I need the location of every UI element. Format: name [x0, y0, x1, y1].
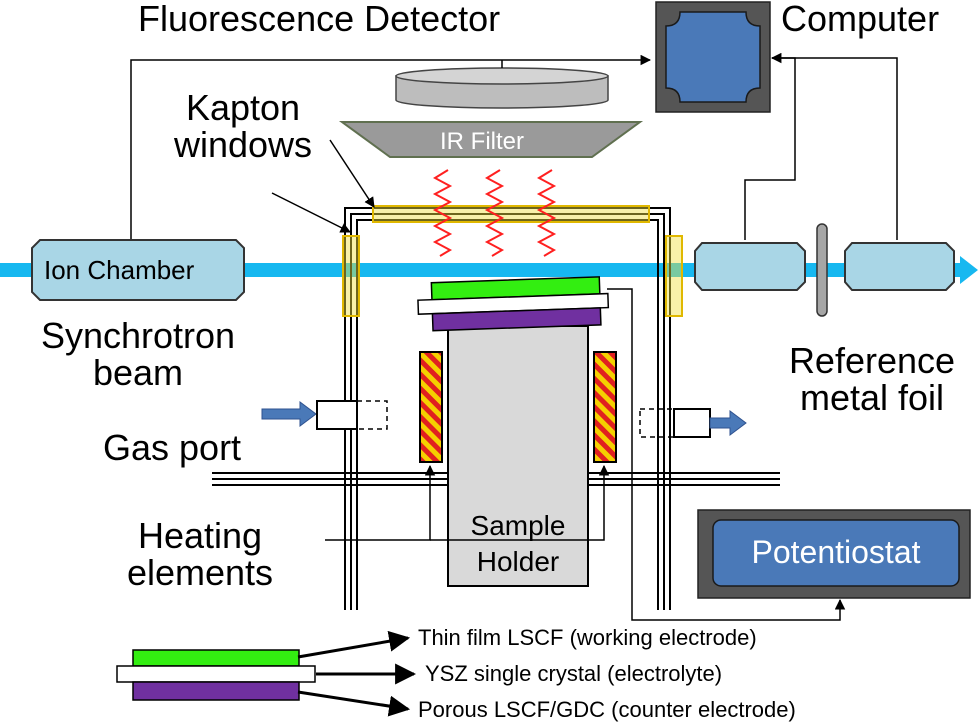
potentiostat	[697, 509, 971, 599]
ir-radiation	[432, 169, 557, 257]
electrode-wire	[607, 288, 846, 621]
sample-stack	[417, 276, 610, 332]
pointer-lines	[271, 139, 610, 541]
ion-chamber-box	[31, 239, 245, 301]
reference-label-line1: Reference	[788, 340, 956, 381]
ion-chamber-right-1	[694, 242, 806, 291]
potentiostat-label: Potentiostat	[751, 534, 921, 570]
ion-chamber-right-2	[844, 242, 955, 291]
heating-label-line1: Heating	[137, 515, 263, 556]
synchrotron-beam-label: Synchrotron beam	[18, 315, 258, 393]
heating-elements-label: Heating elements	[90, 515, 310, 593]
legend-porous: Porous LSCF/GDC (counter electrode)	[418, 697, 796, 722]
sample-label-line1: Sample	[470, 510, 566, 541]
computer	[655, 1, 771, 113]
fluorescence-detector	[395, 67, 609, 109]
synchrotron-label-line2: beam	[92, 351, 184, 393]
reference-foil	[816, 223, 828, 317]
synchrotron-label-line1: Synchrotron	[40, 315, 236, 356]
kapton-label-line2: windows	[173, 123, 313, 165]
heating-label-line2: elements	[126, 551, 274, 593]
sample-label-line2: Holder	[476, 546, 560, 578]
legend-stack	[116, 649, 316, 701]
kapton-windows	[342, 205, 683, 317]
gas-port-label: Gas port	[103, 427, 242, 468]
heating-element-left	[419, 351, 443, 463]
ir-filter-label: IR Filter	[440, 128, 524, 155]
computer-label: Computer	[781, 0, 940, 39]
signal-wires	[130, 52, 898, 240]
fluorescence-detector-label: Fluorescence Detector	[138, 0, 501, 39]
sample-holder-label: Sample Holder	[448, 508, 588, 581]
kapton-windows-label: Kapton windows	[148, 87, 338, 165]
heating-element-right	[593, 351, 617, 463]
reference-foil-label: Reference metal foil	[766, 340, 978, 418]
legend-arrows	[297, 630, 417, 717]
kapton-label-line1: Kapton	[185, 87, 301, 128]
gas-port-out	[639, 408, 747, 438]
gas-port-in	[261, 400, 388, 430]
ir-filter	[338, 121, 644, 158]
legend-thin-film: Thin film LSCF (working electrode)	[418, 625, 757, 650]
ion-chamber-label: Ion Chamber	[44, 255, 195, 285]
legend-ysz: YSZ single crystal (electrolyte)	[425, 661, 723, 686]
reference-label-line2: metal foil	[799, 376, 945, 418]
